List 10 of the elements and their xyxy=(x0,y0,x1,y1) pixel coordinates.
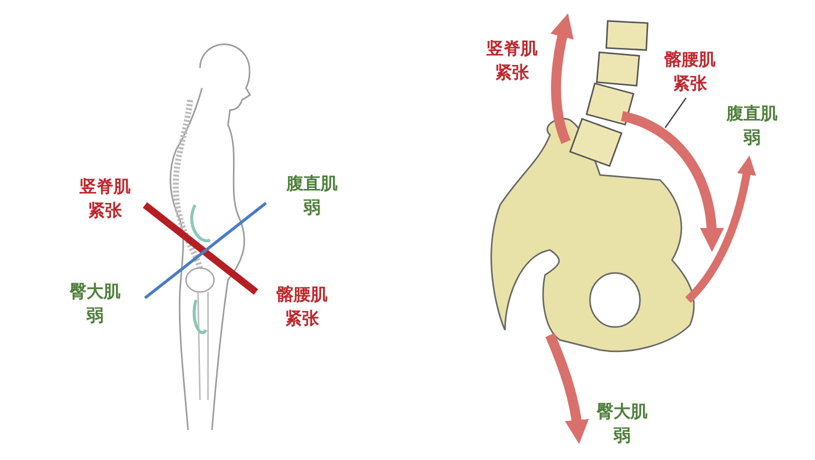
muscle-label: 腹直肌弱 xyxy=(726,103,778,150)
muscle-label: 臀大肌弱 xyxy=(596,401,648,448)
direction-arrow xyxy=(620,111,724,252)
muscle-label: 竖脊肌紧张 xyxy=(486,38,538,85)
muscle-label: 腹直肌弱 xyxy=(286,173,338,220)
muscle-label: 髂腰肌紧张 xyxy=(276,284,328,331)
leader-line xyxy=(664,98,686,128)
muscle-label: 竖脊肌紧张 xyxy=(80,176,130,223)
muscle-label: 髂腰肌紧张 xyxy=(664,48,716,96)
muscle-label: 臀大肌弱 xyxy=(70,281,120,328)
